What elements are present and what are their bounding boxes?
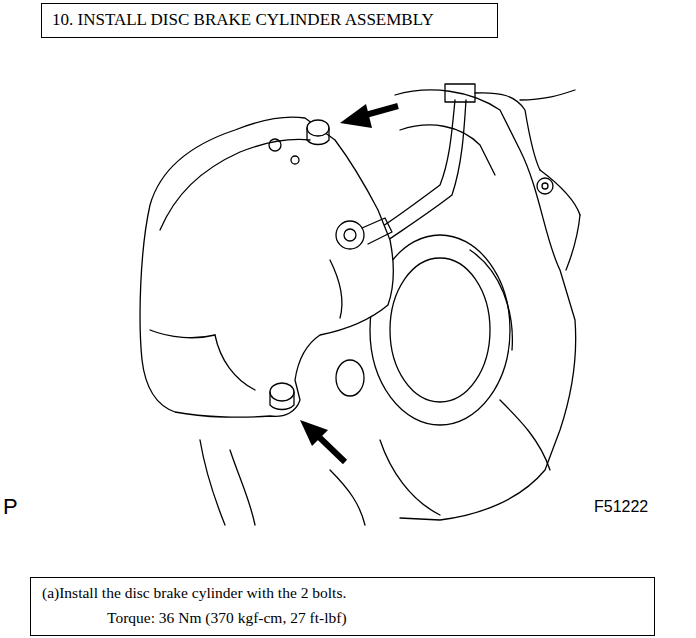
step-heading: 10. INSTALL DISC BRAKE CYLINDER ASSEMBLY [52,10,487,30]
torque-spec: Torque: 36 Nm (370 kgf-cm, 27 ft-lbf) [107,609,643,628]
instruction-box: (a)Install the disc brake cylinder with … [30,577,655,636]
instruction-text: (a)Install the disc brake cylinder with … [42,584,643,603]
figure-code: F51222 [594,498,648,516]
step-heading-box: 10. INSTALL DISC BRAKE CYLINDER ASSEMBLY [41,3,498,38]
view-mark: P [3,494,18,520]
